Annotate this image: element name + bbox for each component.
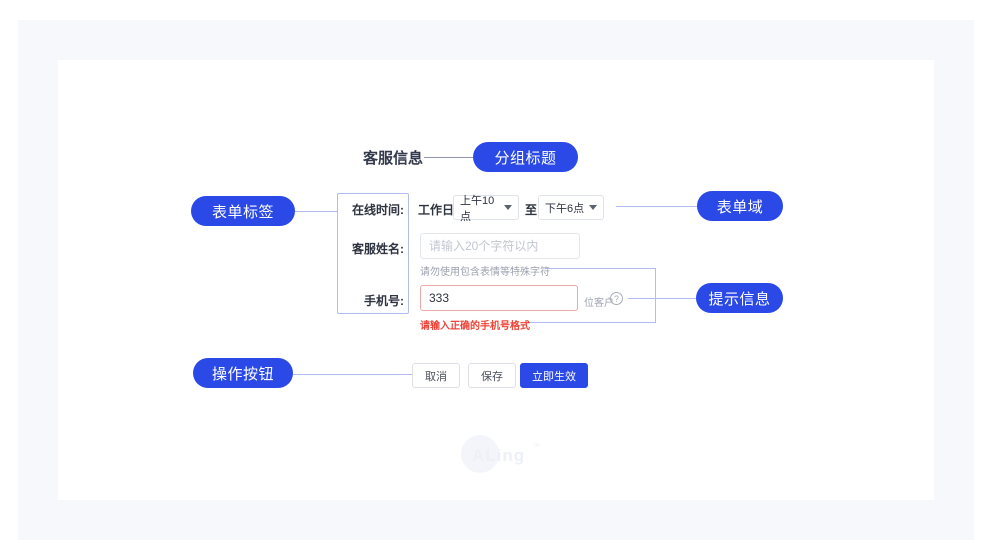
workday-text: 工作日 — [418, 203, 455, 217]
form-field-connector-line — [616, 206, 697, 207]
chevron-down-icon — [504, 205, 512, 210]
end-time-select[interactable]: 下午6点 — [538, 195, 604, 220]
hint-bracket-vertical-line — [655, 268, 656, 323]
agent-name-label: 客服姓名: — [352, 242, 404, 256]
apply-button[interactable]: 立即生效 — [520, 363, 588, 388]
annotation-pill-action-buttons: 操作按钮 — [193, 358, 293, 388]
hint-bracket-bottom-line — [528, 322, 655, 323]
annotation-pill-hint-info: 提示信息 — [696, 283, 783, 313]
annotation-pill-group-title: 分组标题 — [473, 142, 578, 172]
phone-label: 手机号: — [364, 294, 404, 308]
form-labels-bracket — [337, 193, 409, 314]
section-title: 客服信息 — [363, 150, 424, 167]
online-time-label: 在线时间: — [352, 203, 404, 217]
start-time-value: 上午10点 — [460, 194, 495, 223]
agent-name-input[interactable] — [420, 233, 580, 259]
phone-error-text: 请输入正确的手机号格式 — [420, 321, 530, 332]
watermark: ALing ™ — [440, 432, 560, 480]
help-question-icon[interactable]: ? — [610, 292, 623, 305]
actions-connector-line — [293, 374, 412, 375]
cancel-button[interactable]: 取消 — [412, 363, 460, 388]
form-card — [58, 60, 934, 500]
form-label-connector-line — [295, 211, 337, 212]
watermark-circle — [461, 435, 499, 473]
watermark-tm: ™ — [532, 442, 540, 451]
to-text: 至 — [525, 203, 538, 217]
annotation-pill-form-field: 表单域 — [697, 191, 783, 221]
hint-bracket-top-line — [545, 268, 655, 269]
start-time-select[interactable]: 上午10点 — [453, 195, 519, 223]
save-button[interactable]: 保存 — [468, 363, 516, 388]
end-time-value: 下午6点 — [545, 202, 585, 215]
watermark-text: ALing — [472, 446, 526, 465]
annotation-pill-form-label: 表单标签 — [191, 196, 295, 226]
agent-name-hint: 请勿使用包含表情等特殊字符 — [420, 267, 550, 278]
phone-suffix-text: 位客户 — [584, 298, 614, 309]
chevron-down-icon — [589, 205, 597, 210]
title-connector-line — [424, 157, 473, 158]
hint-pill-connector-line — [628, 298, 696, 299]
phone-input[interactable] — [420, 285, 578, 311]
